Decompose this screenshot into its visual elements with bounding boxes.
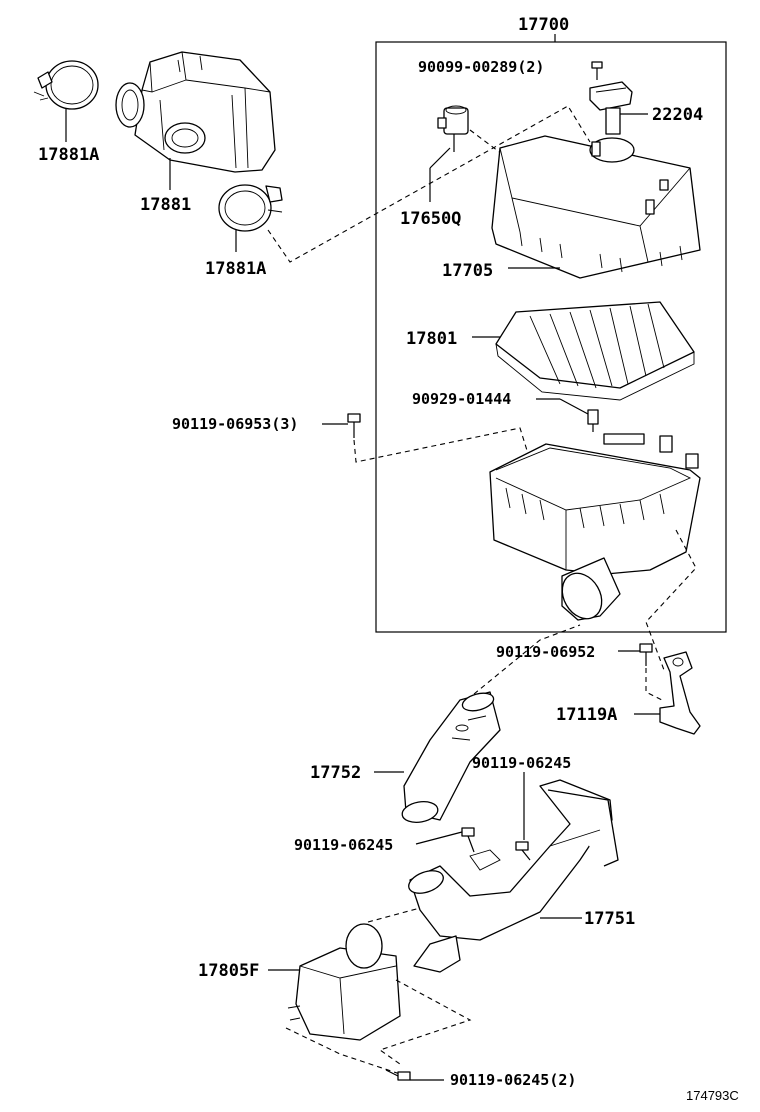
air-cleaner-cap-part <box>491 135 701 279</box>
grommet-label[interactable]: 90929-01444 <box>412 390 511 408</box>
bracket-part <box>659 651 701 735</box>
air-inlet-part <box>408 779 619 973</box>
intake-hose-part <box>401 691 501 823</box>
bolt-inlet-left-label[interactable]: 90119-06245 <box>294 836 393 854</box>
sensor-label[interactable]: 22204 <box>652 105 703 125</box>
throttle-duct-label[interactable]: 17881 <box>140 195 191 215</box>
cap-group: 17705 <box>442 135 701 281</box>
bolt-bracket-part <box>639 643 653 666</box>
clamp-lower-label[interactable]: 17881A <box>205 259 266 279</box>
clamp-upper-group: 17881A <box>33 60 99 165</box>
grommet-group: 90929-01444 <box>412 390 599 432</box>
vsv-part <box>437 105 469 152</box>
throttle-duct-part <box>115 51 276 173</box>
hose-label[interactable]: 17752 <box>310 763 361 783</box>
bolt-inlet-left-part <box>461 827 475 853</box>
inlet-group: 17751 <box>408 779 635 973</box>
element-label[interactable]: 17801 <box>406 329 457 349</box>
bolt-inlet-right-part <box>515 841 531 861</box>
cap-label[interactable]: 17705 <box>442 261 493 281</box>
throttle-duct-group: 17881 <box>115 51 276 215</box>
clamp-upper-label[interactable]: 17881A <box>38 145 99 165</box>
grommet-part <box>587 409 599 432</box>
air-cleaner-case-part <box>489 433 701 621</box>
element-group: 17801 <box>406 301 695 401</box>
resonator-label[interactable]: 17805F <box>198 961 259 981</box>
assembly-frame <box>375 41 727 633</box>
bolt-bracket-label[interactable]: 90119-06952 <box>496 643 595 661</box>
assembly-number-label[interactable]: 17700 <box>518 15 569 35</box>
reference-code: 174793C <box>686 1088 739 1103</box>
clamp-upper-part <box>33 60 99 110</box>
bracket-label[interactable]: 17119A <box>556 705 617 725</box>
screw-top-part <box>591 61 603 80</box>
screw-top-label[interactable]: 90099-00289(2) <box>418 58 544 76</box>
bolt-inlet-right-group: 90119-06245 <box>472 754 571 861</box>
assembly-17700-group: 17700 <box>375 15 727 633</box>
mass-air-flow-sensor-part <box>589 81 633 135</box>
vsv-label[interactable]: 17650Q <box>400 209 461 229</box>
bolt-case-group: 90119-06953(3) <box>172 413 531 463</box>
screw-top-group: 90099-00289(2) <box>418 58 603 80</box>
bolt-case-part <box>347 413 361 438</box>
clamp-lower-group: 17881A <box>205 105 591 279</box>
bolt-resonator-label[interactable]: 90119-06245(2) <box>450 1071 576 1089</box>
bolt-case-label[interactable]: 90119-06953(3) <box>172 415 298 433</box>
sensor-group: 22204 <box>589 81 703 135</box>
hose-group: 17752 <box>310 624 581 823</box>
vsv-group: 17650Q <box>400 105 511 229</box>
resonator-part <box>287 923 401 1041</box>
filter-element-part <box>495 301 695 401</box>
bolt-resonator-part <box>385 1069 411 1081</box>
bolt-resonator-group: 90119-06245(2) <box>385 1069 576 1089</box>
bolt-inlet-left-group: 90119-06245 <box>294 827 475 854</box>
bolt-bracket-group: 90119-06952 <box>496 643 663 701</box>
bolt-inlet-right-label[interactable]: 90119-06245 <box>472 754 571 772</box>
bracket-group: 17119A <box>556 651 701 735</box>
clamp-lower-part <box>218 184 283 232</box>
inlet-label[interactable]: 17751 <box>584 909 635 929</box>
resonator-group: 17805F <box>198 907 472 1075</box>
